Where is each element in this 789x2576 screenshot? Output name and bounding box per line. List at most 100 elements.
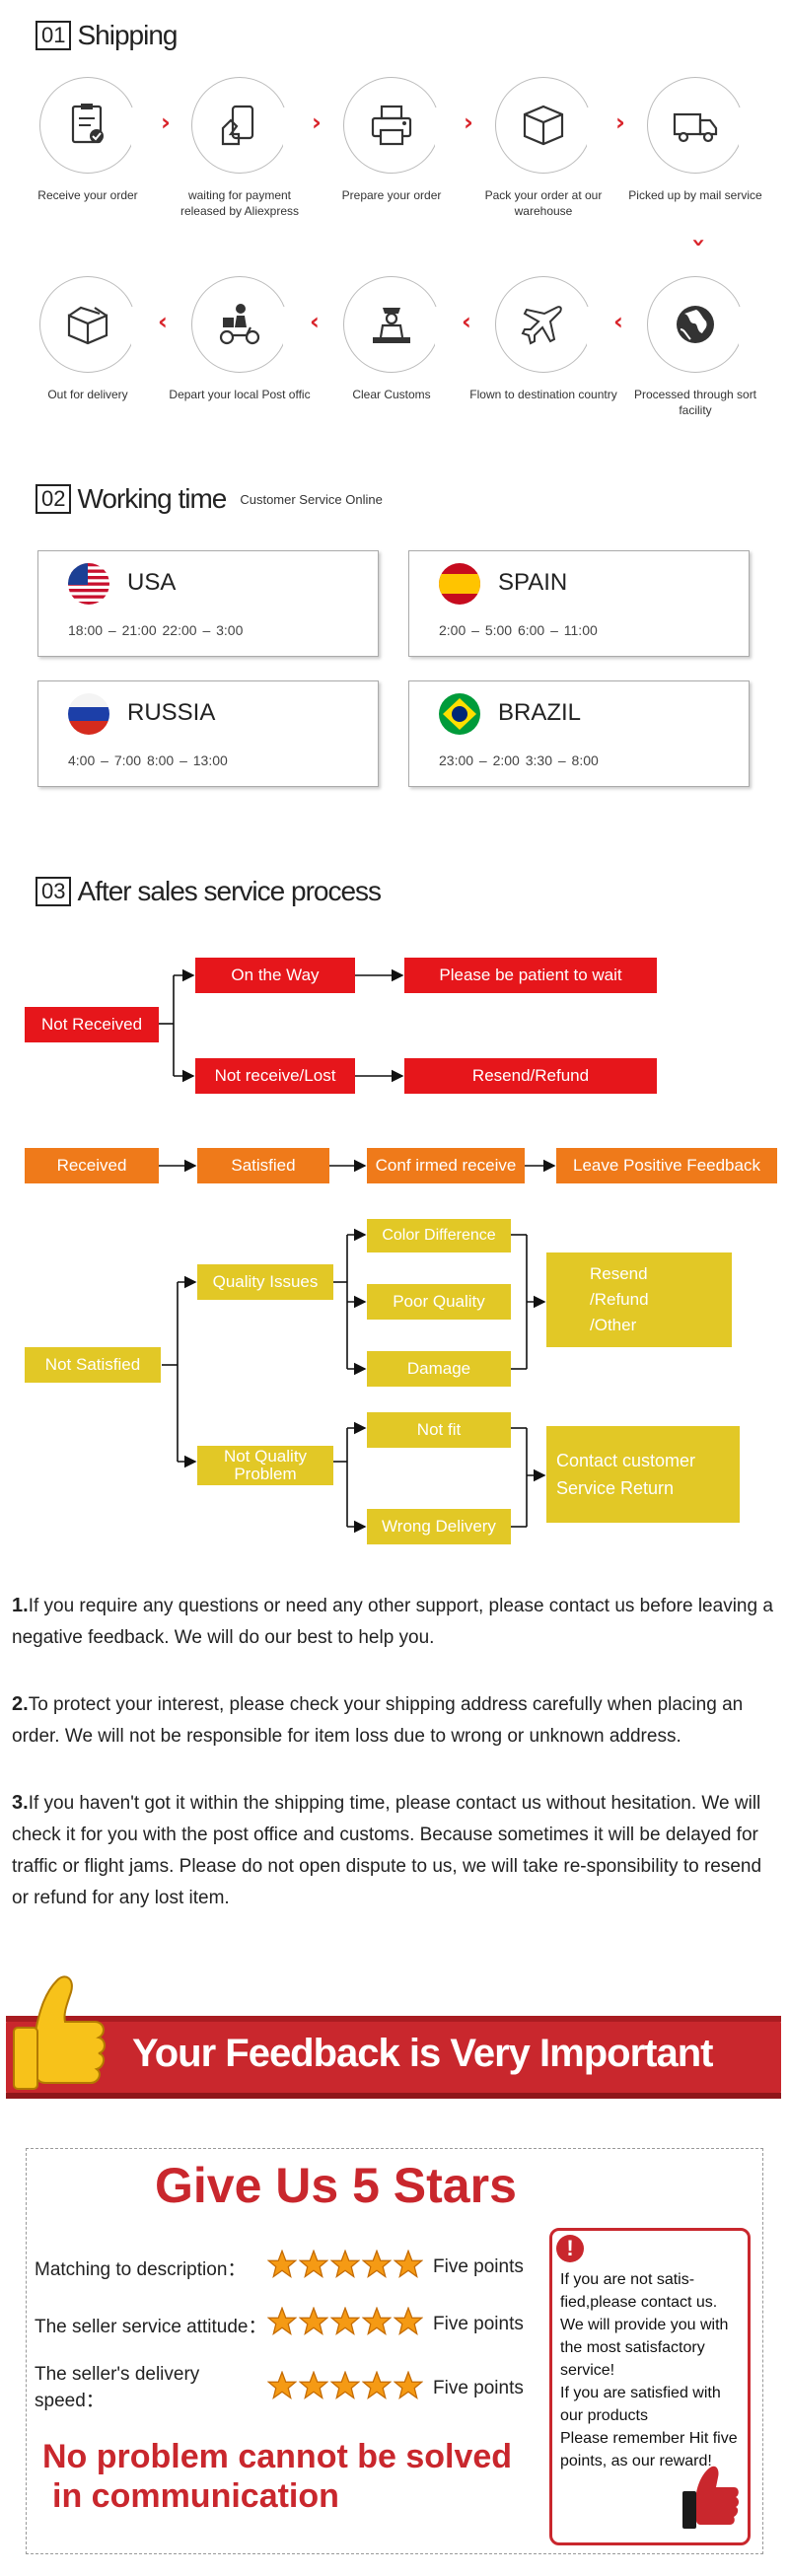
note-number: 3. xyxy=(12,1792,29,1814)
working-time-card: BRAZIL 23:00 – 2:00 3:30 – 8:00 xyxy=(408,680,750,787)
star-icon xyxy=(267,2250,297,2278)
leave-feedback-box: Leave Positive Feedback xyxy=(556,1148,777,1183)
star-icon xyxy=(330,2250,360,2278)
after-sales-section-title: 03 After sales service process xyxy=(36,876,382,907)
note-number: 1. xyxy=(12,1595,29,1616)
not-satisfied-box: Not Satisfied xyxy=(25,1347,161,1383)
resend-refund-other-box: Resend /Refund /Other xyxy=(546,1252,732,1347)
shipping-step: Pack your order at our warehouse xyxy=(469,77,617,219)
rating-row: Matching to description： Five points xyxy=(35,2250,524,2285)
star-icon xyxy=(267,2370,297,2399)
chevron-right-icon: › xyxy=(312,108,322,136)
step-circle xyxy=(495,276,599,373)
country-name: BRAZIL xyxy=(498,699,582,726)
step-label: Prepare your order xyxy=(341,188,442,202)
rating-points: Five points xyxy=(433,2377,524,2398)
payment-icon xyxy=(221,105,254,146)
confirmed-receive-box: Conf irmed receive xyxy=(367,1148,525,1183)
section-number: 03 xyxy=(36,877,72,906)
printer-icon xyxy=(371,105,412,146)
not-fit-box: Not fit xyxy=(367,1412,511,1448)
chevron-left-icon: ‹ xyxy=(310,308,320,335)
open-box-icon xyxy=(67,306,108,345)
rating-points: Five points xyxy=(433,2256,524,2277)
chevron-right-icon: › xyxy=(161,108,171,136)
damage-box: Damage xyxy=(367,1351,511,1387)
step-circle xyxy=(343,77,447,174)
star-rating xyxy=(267,2250,425,2285)
step-circle xyxy=(191,276,295,373)
rating-points: Five points xyxy=(433,2314,524,2334)
star-icon xyxy=(362,2307,392,2335)
rating-row: The seller's delivery speed： Five points xyxy=(35,2364,524,2412)
country-name: SPAIN xyxy=(498,569,568,596)
brazil-flag-icon xyxy=(439,693,480,735)
service-hours: 4:00 – 7:00 8:00 – 13:00 xyxy=(68,752,228,768)
step-label: Pack your order at our warehouse xyxy=(484,188,603,218)
rating-row: The seller service attitude： Five points xyxy=(35,2307,524,2342)
working-time-card: USA 18:00 – 21:00 22:00 – 3:00 xyxy=(37,550,379,657)
clipboard-icon xyxy=(71,104,104,144)
step-circle xyxy=(39,77,143,174)
not-quality-problem-box: Not Quality Problem xyxy=(197,1446,333,1485)
section-heading: After sales service process xyxy=(77,876,382,906)
shipping-step: Prepare your order xyxy=(318,77,466,203)
rating-label: Matching to description： xyxy=(35,2258,247,2280)
shipping-step: Receive your order xyxy=(14,77,162,203)
give-five-stars-panel: Give Us 5 Stars Matching to description：… xyxy=(26,2148,763,2554)
slogan: No problem cannot be solved in communica… xyxy=(42,2437,512,2516)
step-label: Clear Customs xyxy=(352,388,431,401)
airplane-icon xyxy=(521,306,562,345)
working-time-card: SPAIN 2:00 – 5:00 6:00 – 11:00 xyxy=(408,550,750,657)
slogan-line: in communication xyxy=(52,2477,339,2515)
note-item: 2.To protect your interest, please check… xyxy=(12,1688,777,1753)
chevron-left-icon: ‹ xyxy=(613,308,623,335)
shipping-step: Depart your local Post offic xyxy=(166,276,314,402)
alert-icon: ! xyxy=(556,2235,584,2262)
usa-flag-icon xyxy=(68,563,109,605)
thumbs-up-icon xyxy=(13,1975,106,2090)
russia-flag-icon xyxy=(68,693,109,735)
chevron-left-icon: ‹ xyxy=(462,308,471,335)
step-label: Flown to destination country xyxy=(469,388,617,401)
rating-label: The seller's delivery speed： xyxy=(35,2364,200,2411)
step-label: Processed through sort facility xyxy=(633,388,757,417)
working-time-card: RUSSIA 4:00 – 7:00 8:00 – 13:00 xyxy=(37,680,379,787)
chevron-right-icon: › xyxy=(615,108,625,136)
service-hours: 18:00 – 21:00 22:00 – 3:00 xyxy=(68,622,244,638)
feedback-banner: Your Feedback is Very Important xyxy=(6,1975,781,2112)
service-hours: 2:00 – 5:00 6:00 – 11:00 xyxy=(439,622,598,638)
step-label: waiting for payment released by Aliexpre… xyxy=(179,188,300,218)
step-label: Picked up by mail service xyxy=(628,188,762,202)
country-name: RUSSIA xyxy=(127,699,216,726)
note-text: If you require any questions or need any… xyxy=(12,1596,773,1648)
thumbs-up-icon xyxy=(682,2466,739,2529)
section-heading: Shipping xyxy=(77,20,178,50)
rating-label: The seller service attitude： xyxy=(35,2316,267,2337)
shipping-step: waiting for payment released by Aliexpre… xyxy=(166,77,314,219)
quality-issues-box: Quality Issues xyxy=(197,1264,333,1300)
star-icon xyxy=(394,2370,423,2399)
satisfied-box: Satisfied xyxy=(197,1148,329,1183)
on-the-way-box: On the Way xyxy=(195,958,355,993)
step-label: Receive your order xyxy=(37,188,138,202)
stars-title: Give Us 5 Stars xyxy=(155,2158,517,2213)
section-number: 02 xyxy=(36,484,72,514)
star-icon xyxy=(394,2307,423,2335)
note-text: To protect your interest, please check y… xyxy=(12,1694,744,1747)
section-heading: Working time xyxy=(77,483,227,514)
shipping-section-title: 01 Shipping xyxy=(36,20,178,51)
step-label: Out for delivery xyxy=(47,388,128,401)
star-icon xyxy=(362,2370,392,2399)
wrong-delivery-box: Wrong Delivery xyxy=(367,1509,511,1544)
note-number: 2. xyxy=(12,1693,29,1715)
contact-text: If you are not satis-fied,please contact… xyxy=(560,2271,738,2469)
spain-flag-icon xyxy=(439,563,480,605)
chevron-right-icon: › xyxy=(464,108,473,136)
received-box: Received xyxy=(25,1148,159,1183)
box-icon xyxy=(523,105,564,146)
star-icon xyxy=(330,2370,360,2399)
poor-quality-box: Poor Quality xyxy=(367,1284,511,1320)
shipping-step: Picked up by mail service xyxy=(621,77,769,203)
shipping-step: Clear Customs xyxy=(318,276,466,402)
